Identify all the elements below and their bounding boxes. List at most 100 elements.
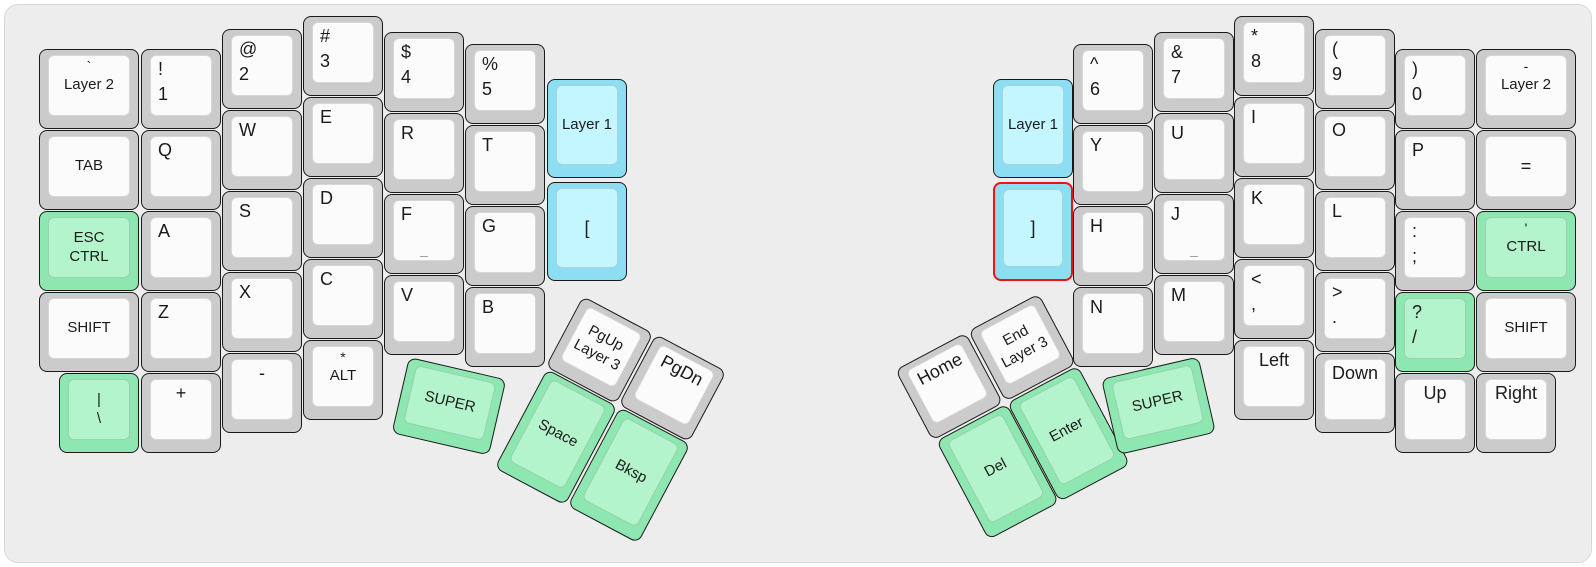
key-m[interactable]: M <box>1154 275 1234 355</box>
key-right-bracket[interactable]: ] <box>993 182 1073 281</box>
key-layer1-right[interactable]: Layer 1 <box>993 79 1073 178</box>
key-s[interactable]: S <box>222 191 302 271</box>
key-star-alt[interactable]: *ALT <box>303 340 383 420</box>
key-k[interactable]: K <box>1234 178 1314 258</box>
key-label-n-tl: N <box>1090 297 1103 317</box>
key-5[interactable]: %5 <box>465 44 545 124</box>
key-label-comma-tl: < <box>1251 269 1262 289</box>
key-r[interactable]: R <box>384 113 464 193</box>
key-label-arrow-down-tc: Down <box>1331 363 1379 383</box>
key-z[interactable]: Z <box>141 292 221 372</box>
keytop: 'CTRL <box>1485 217 1567 278</box>
key-4[interactable]: $4 <box>384 32 464 112</box>
key-label-comma-ml: , <box>1251 294 1257 315</box>
key-label-layer1-left-c: Layer 1 <box>561 115 613 133</box>
key-label-2-tl: @ <box>239 39 258 59</box>
key-t[interactable]: T <box>465 125 545 205</box>
keytop: Down <box>1324 359 1386 420</box>
keytop: X <box>231 278 293 339</box>
keytop: P <box>1404 136 1466 197</box>
key-label-2-ml: 2 <box>239 64 250 85</box>
key-1[interactable]: !1 <box>141 49 221 129</box>
key-label-9-tl: ( <box>1332 39 1338 59</box>
key-label-p-tl: P <box>1412 140 1425 160</box>
keytop: @2 <box>231 35 293 96</box>
key-grave-layer2[interactable]: `Layer 2 <box>39 49 139 129</box>
key-arrow-up[interactable]: Up <box>1395 373 1475 453</box>
key-minus-left[interactable]: - <box>222 353 302 433</box>
key-label-f-tl: F <box>401 204 412 224</box>
key-dash-layer2[interactable]: -Layer 2 <box>1476 49 1576 129</box>
key-esc-ctrl[interactable]: ESC CTRL <box>39 211 139 291</box>
key-label-y-tl: Y <box>1090 135 1103 155</box>
key-7[interactable]: &7 <box>1154 32 1234 112</box>
keytop: Layer 1 <box>1002 85 1064 165</box>
key-arrow-down[interactable]: Down <box>1315 353 1395 433</box>
key-super-left[interactable]: SUPER <box>391 357 507 456</box>
key-a[interactable]: A <box>141 211 221 291</box>
key-b[interactable]: B <box>465 287 545 367</box>
key-label-4-tl: $ <box>401 42 412 62</box>
key-question-slash[interactable]: ?/ <box>1395 292 1475 372</box>
key-g[interactable]: G <box>465 206 545 286</box>
key-f[interactable]: F_ <box>384 194 464 274</box>
key-label-6-ml: 6 <box>1090 79 1101 100</box>
keytop: Layer 1 <box>556 85 618 165</box>
key-u[interactable]: U <box>1154 113 1234 193</box>
key-9[interactable]: (9 <box>1315 29 1395 109</box>
key-x[interactable]: X <box>222 272 302 352</box>
key-n[interactable]: N <box>1073 287 1153 367</box>
keytop: N <box>1082 293 1144 354</box>
key-d[interactable]: D <box>303 178 383 258</box>
keytop: $4 <box>393 38 455 99</box>
key-super-right[interactable]: SUPER <box>1101 356 1216 456</box>
keytop: >. <box>1324 278 1386 339</box>
key-quote-ctrl[interactable]: 'CTRL <box>1476 211 1576 291</box>
key-label-equals-c: = <box>1520 156 1532 177</box>
keytop: #3 <box>312 22 374 83</box>
keytop: A <box>150 217 212 278</box>
key-label-esc-ctrl-c: ESC CTRL <box>69 228 109 265</box>
key-e[interactable]: E <box>303 97 383 177</box>
key-pipe-backslash[interactable]: | \ <box>59 373 139 453</box>
key-tab[interactable]: TAB <box>39 130 139 210</box>
key-shift-right[interactable]: SHIFT <box>1476 292 1576 372</box>
key-shift-left[interactable]: SHIFT <box>39 292 139 372</box>
key-comma[interactable]: <, <box>1234 259 1314 339</box>
key-label-pgup-layer3-c: PgUp Layer 3 <box>571 321 627 374</box>
key-h[interactable]: H <box>1073 206 1153 286</box>
keytop: <, <box>1243 265 1305 326</box>
key-3[interactable]: #3 <box>303 16 383 96</box>
keytop: ?/ <box>1404 298 1466 359</box>
key-equals[interactable]: = <box>1476 130 1576 210</box>
key-j[interactable]: J_ <box>1154 194 1234 274</box>
key-p[interactable]: P <box>1395 130 1475 210</box>
key-period[interactable]: >. <box>1315 272 1395 352</box>
key-arrow-right[interactable]: Right <box>1476 373 1556 453</box>
keytop: T <box>474 131 536 192</box>
key-c[interactable]: C <box>303 259 383 339</box>
keytop: End Layer 3 <box>978 302 1063 386</box>
key-label-end-layer3-c: End Layer 3 <box>998 321 1051 372</box>
key-o[interactable]: O <box>1315 110 1395 190</box>
key-6[interactable]: ^6 <box>1073 44 1153 124</box>
keytop: C <box>312 265 374 326</box>
key-v[interactable]: V <box>384 275 464 355</box>
key-arrow-left[interactable]: Left <box>1234 340 1314 420</box>
keytop: Y <box>1082 131 1144 192</box>
key-plus[interactable]: + <box>141 373 221 453</box>
key-i[interactable]: I <box>1234 97 1314 177</box>
key-layer1-left[interactable]: Layer 1 <box>547 79 627 178</box>
key-q[interactable]: Q <box>141 130 221 210</box>
key-l[interactable]: L <box>1315 191 1395 271</box>
key-left-bracket[interactable]: [ <box>547 182 627 281</box>
key-2[interactable]: @2 <box>222 29 302 109</box>
keytop: SHIFT <box>48 298 130 359</box>
key-w[interactable]: W <box>222 110 302 190</box>
key-8[interactable]: *8 <box>1234 16 1314 96</box>
key-0[interactable]: )0 <box>1395 49 1475 129</box>
key-semicolon[interactable]: :; <box>1395 211 1475 291</box>
key-label-period-tl: > <box>1332 282 1343 302</box>
key-y[interactable]: Y <box>1073 125 1153 205</box>
keytop: F_ <box>393 200 455 261</box>
